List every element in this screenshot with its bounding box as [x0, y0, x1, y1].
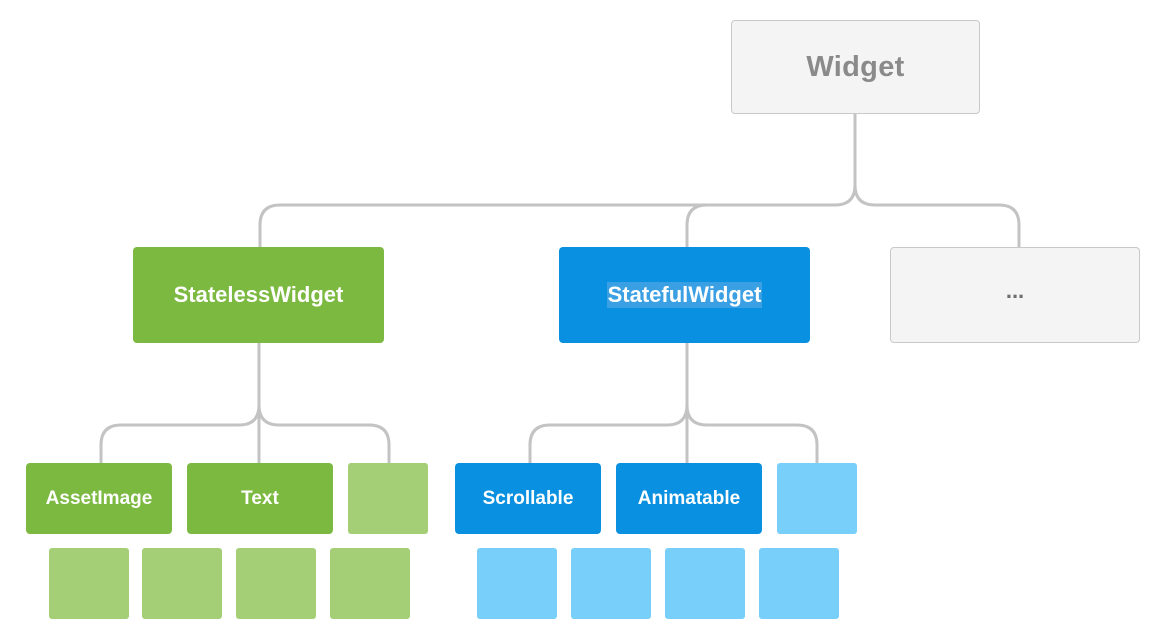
connector-stateful-right [685, 403, 819, 465]
stateless-widget-label: StatelessWidget [173, 282, 344, 307]
stateless-more-node [348, 463, 428, 534]
stateful-widget-node: StatefulWidget [559, 247, 810, 343]
stateless-grandchild-2 [142, 548, 222, 619]
text-node: Text [187, 463, 333, 534]
connector-stateless-right [257, 403, 391, 465]
scrollable-node: Scrollable [455, 463, 601, 534]
stateless-grandchild-4 [330, 548, 410, 619]
asset-image-label: AssetImage [45, 487, 153, 509]
stateless-grandchild-1 [49, 548, 129, 619]
scrollable-label: Scrollable [482, 487, 574, 509]
stateful-grandchild-1 [477, 548, 557, 619]
animatable-node: Animatable [616, 463, 762, 534]
stateful-grandchild-2 [571, 548, 651, 619]
stateless-widget-node: StatelessWidget [133, 247, 384, 343]
other-widgets-label: ... [1005, 278, 1025, 303]
connector-stateful-left [528, 403, 689, 465]
stateful-widget-label: StatefulWidget [606, 282, 763, 308]
asset-image-node: AssetImage [26, 463, 172, 534]
other-widgets-node: ... [890, 247, 1140, 343]
connector-root-trunk [258, 112, 857, 249]
stateless-grandchild-3 [236, 548, 316, 619]
widget-node-label: Widget [806, 50, 905, 83]
widget-node: Widget [731, 20, 980, 114]
animatable-label: Animatable [637, 487, 741, 509]
connector-stateless-left [99, 403, 261, 465]
stateful-more-node [777, 463, 857, 534]
text-label: Text [241, 487, 279, 509]
stateful-grandchild-3 [665, 548, 745, 619]
stateful-grandchild-4 [759, 548, 839, 619]
connector-root-to-stateful [685, 203, 709, 249]
connector-root-to-other [853, 183, 1021, 249]
